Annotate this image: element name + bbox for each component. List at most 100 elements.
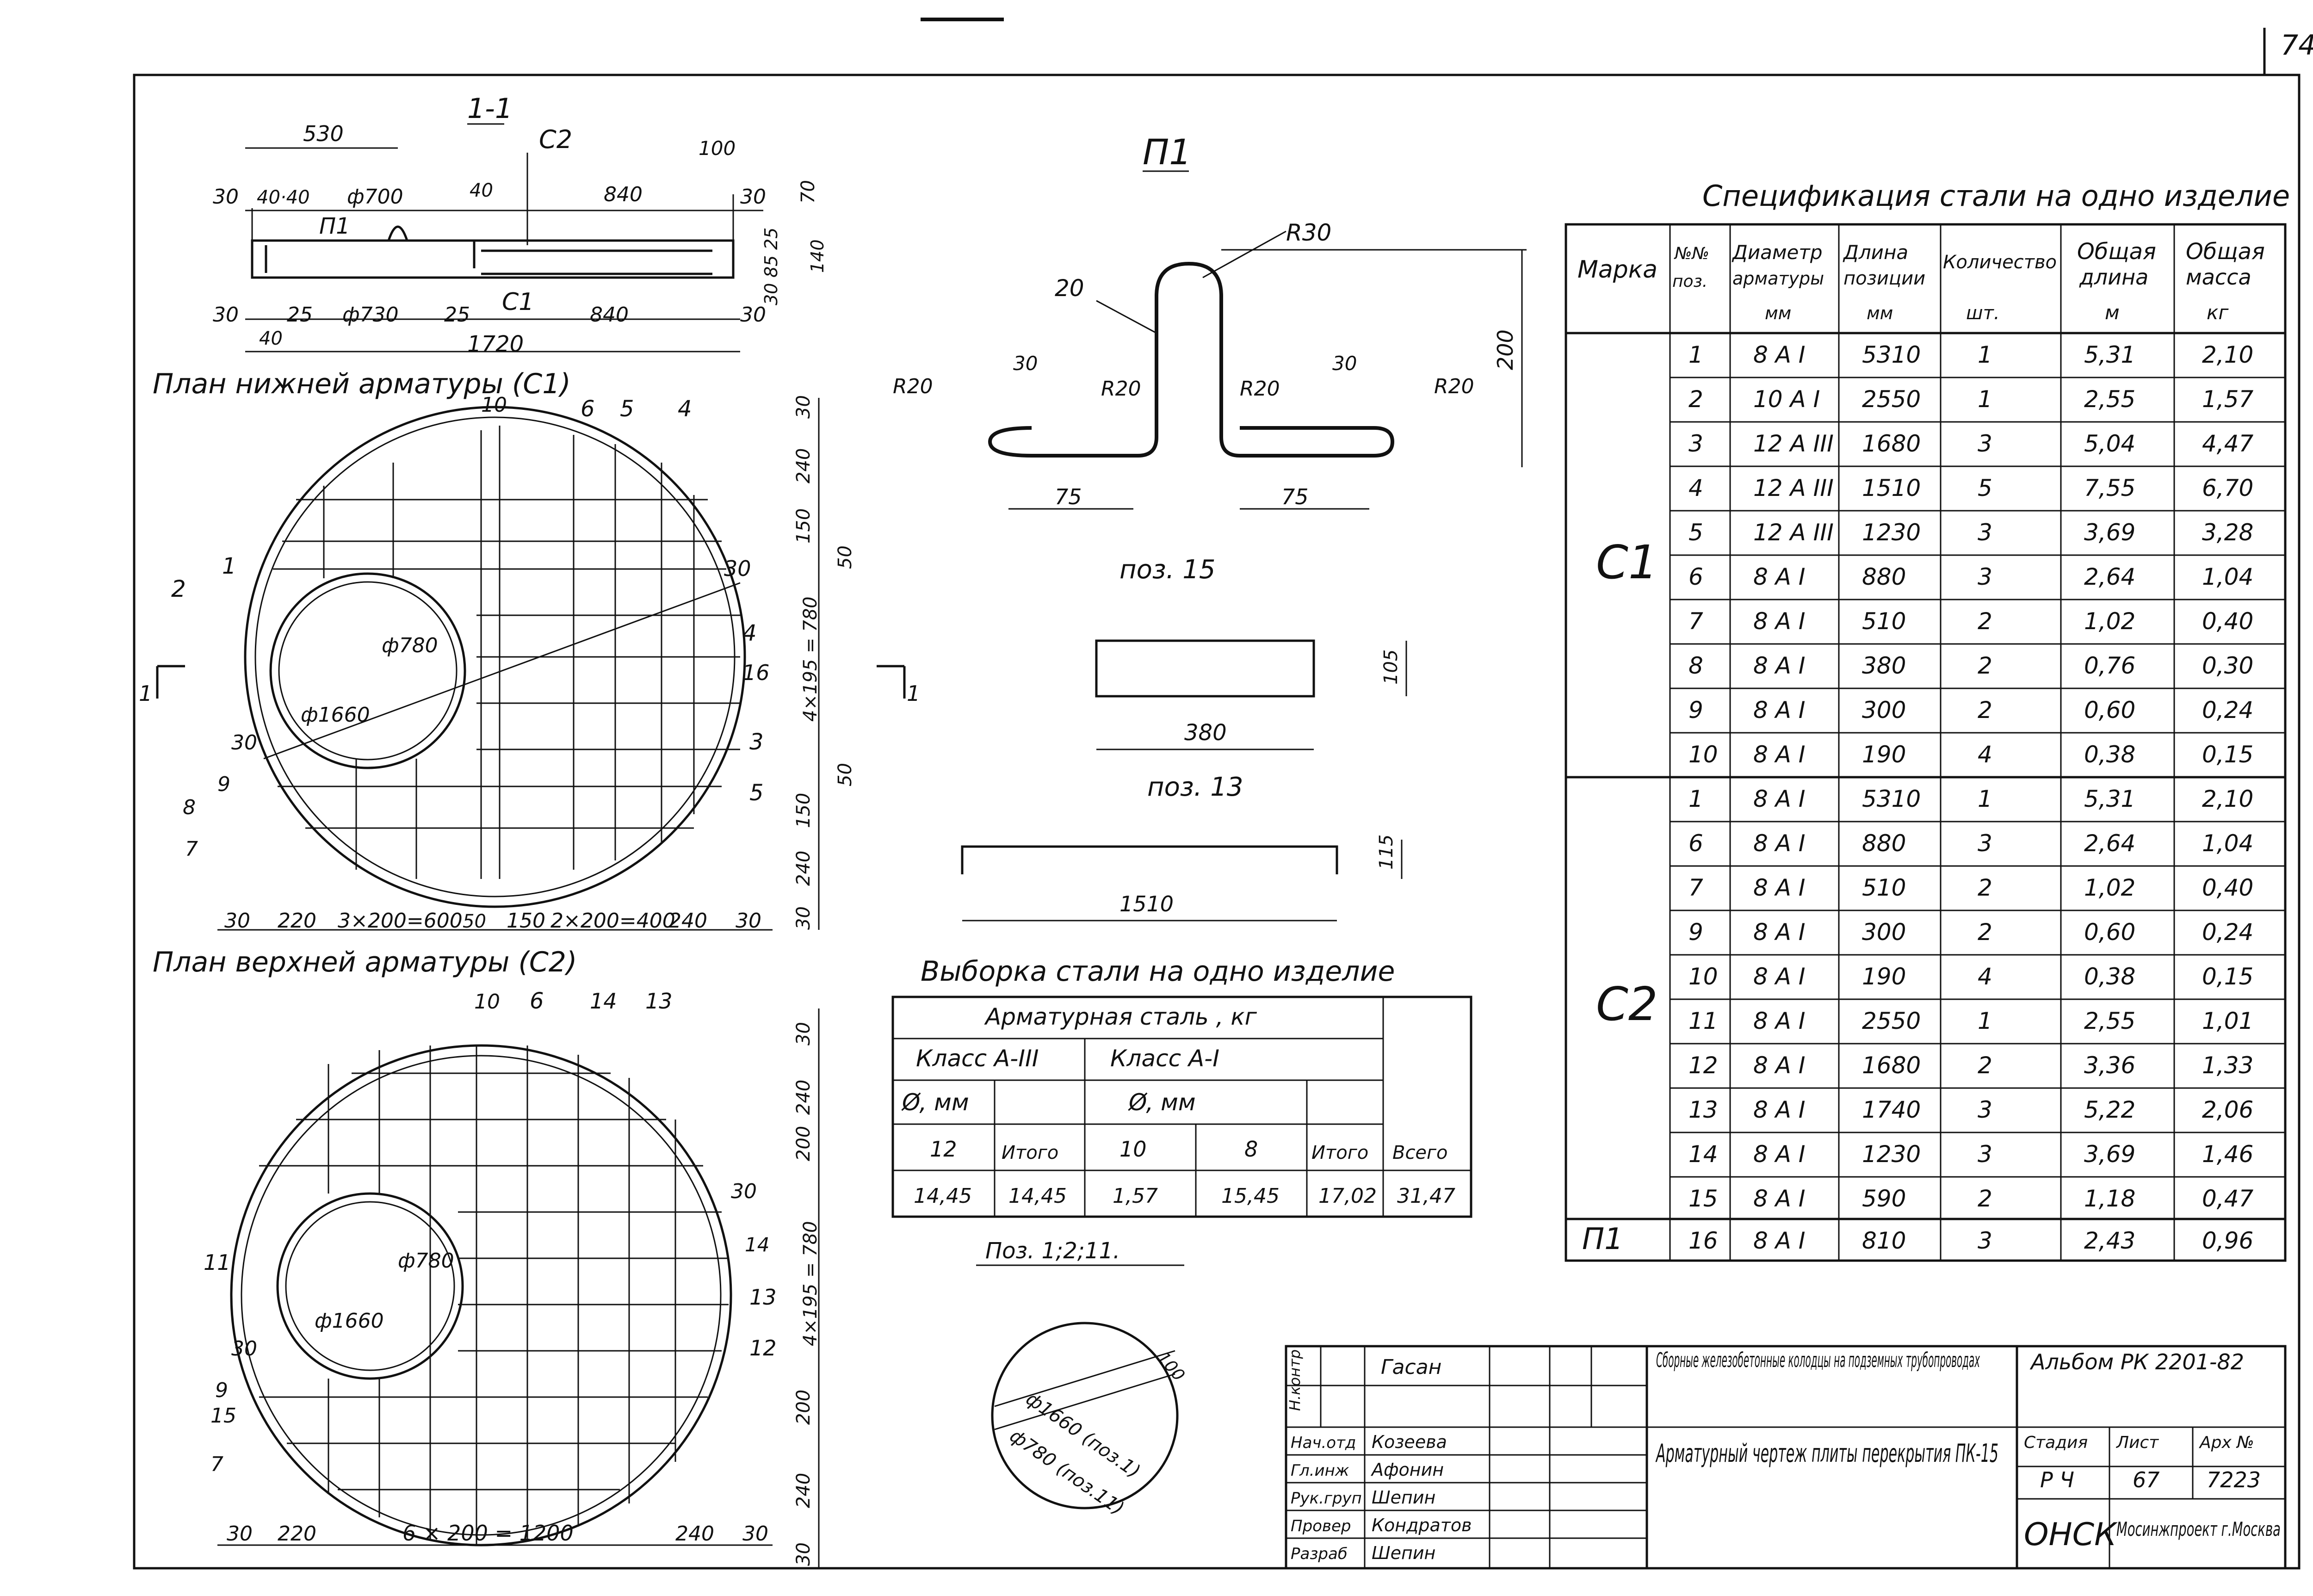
svg-text:Класс А-I: Класс А-I bbox=[1110, 1045, 1219, 1072]
svg-text:Гасан: Гасан bbox=[1381, 1355, 1441, 1379]
svg-text:Сборные железобетонные колодцы: Сборные железобетонные колодцы на подзем… bbox=[1656, 1349, 1980, 1372]
svg-text:масса: масса bbox=[2186, 265, 2251, 290]
spec-cell: 2 bbox=[1688, 386, 1703, 413]
svg-text:30: 30 bbox=[793, 906, 814, 930]
svg-text:3: 3 bbox=[749, 729, 764, 755]
circle-section-note: ф1660 (поз.1) ф780 (поз.11) 100 bbox=[991, 1322, 1188, 1520]
spec-cell: 8 А I bbox=[1753, 563, 1806, 590]
svg-text:40·40: 40·40 bbox=[257, 187, 310, 208]
spec-cell: 1,46 bbox=[2202, 1141, 2253, 1168]
spec-cell: 3,69 bbox=[2084, 519, 2135, 546]
svg-text:30: 30 bbox=[724, 556, 751, 581]
spec-cell: 3,36 bbox=[2084, 1052, 2135, 1079]
stamp-cell: Шепин bbox=[1372, 1487, 1435, 1508]
spec-cell: 0,15 bbox=[2202, 963, 2253, 990]
svg-text:Итого: Итого bbox=[1002, 1142, 1058, 1163]
svg-text:5: 5 bbox=[620, 396, 634, 422]
svg-text:2: 2 bbox=[171, 575, 186, 602]
svg-text:30: 30 bbox=[793, 395, 814, 419]
poz-13-detail: поз. 13 1510 115 bbox=[961, 772, 1403, 922]
spec-cell: 1230 bbox=[1862, 1141, 1921, 1168]
svg-text:14: 14 bbox=[745, 1233, 769, 1256]
spec-cell: 6 bbox=[1688, 830, 1703, 857]
spec-cell: 8 А I bbox=[1753, 1141, 1806, 1168]
svg-text:20: 20 bbox=[1055, 275, 1084, 302]
svg-text:С1: С1 bbox=[502, 288, 534, 316]
svg-text:30: 30 bbox=[213, 303, 239, 327]
spec-cell: 0,96 bbox=[2202, 1227, 2253, 1254]
spec-cell: 2,10 bbox=[2202, 341, 2253, 368]
spec-cell: 2 bbox=[1978, 874, 1992, 901]
spec-cell: 2550 bbox=[1862, 386, 1921, 413]
svg-text:позиции: позиции bbox=[1843, 268, 1925, 289]
spec-cell: 8 А I bbox=[1753, 341, 1806, 368]
svg-text:13: 13 bbox=[749, 1285, 777, 1310]
spec-cell: 2,43 bbox=[2084, 1227, 2135, 1254]
spec-cell: 2,64 bbox=[2084, 563, 2135, 590]
spec-cell: 3 bbox=[1978, 1227, 1992, 1254]
svg-text:10: 10 bbox=[1119, 1137, 1147, 1162]
svg-text:220: 220 bbox=[278, 1522, 316, 1546]
svg-text:40: 40 bbox=[470, 180, 493, 201]
svg-text:25: 25 bbox=[287, 303, 313, 327]
svg-text:30: 30 bbox=[227, 1522, 253, 1546]
svg-text:ф730: ф730 bbox=[342, 303, 399, 327]
svg-text:R20: R20 bbox=[893, 375, 933, 398]
spec-cell: 6 bbox=[1688, 563, 1703, 590]
spec-cell: 1 bbox=[1688, 786, 1703, 812]
svg-text:Поз. 1;2;11.: Поз. 1;2;11. bbox=[985, 1238, 1120, 1264]
spec-cell: 3 bbox=[1688, 430, 1703, 457]
spec-cell: 4 bbox=[1978, 741, 1992, 768]
svg-text:67: 67 bbox=[2133, 1467, 2160, 1492]
spec-cell: 880 bbox=[1862, 563, 1906, 590]
svg-text:240: 240 bbox=[793, 448, 814, 483]
spec-cell: 190 bbox=[1862, 741, 1906, 768]
svg-text:поз. 15: поз. 15 bbox=[1119, 555, 1216, 585]
svg-text:150: 150 bbox=[507, 909, 545, 933]
svg-text:30: 30 bbox=[231, 731, 257, 755]
svg-text:6 × 200 = 1200: 6 × 200 = 1200 bbox=[402, 1521, 574, 1546]
svg-text:200: 200 bbox=[793, 1126, 814, 1161]
svg-text:31,47: 31,47 bbox=[1397, 1184, 1455, 1208]
svg-text:30: 30 bbox=[742, 1522, 768, 1546]
svg-text:ф780: ф780 bbox=[382, 634, 438, 657]
svg-text:3×200=600: 3×200=600 bbox=[338, 909, 463, 933]
spec-cell: 2,55 bbox=[2084, 386, 2135, 413]
spec-cell: 16 bbox=[1688, 1227, 1718, 1254]
svg-text:30: 30 bbox=[731, 1180, 757, 1203]
svg-text:50: 50 bbox=[463, 911, 486, 932]
spec-cell: 8 А I bbox=[1753, 1227, 1806, 1254]
spec-cell: 3 bbox=[1978, 519, 1992, 546]
svg-text:Мосинжпроект г.Москва: Мосинжпроект г.Москва bbox=[2116, 1518, 2281, 1540]
spec-cell: 1,18 bbox=[2084, 1185, 2135, 1212]
svg-text:П1: П1 bbox=[319, 213, 350, 239]
spec-cell: 8 А I bbox=[1753, 963, 1806, 990]
spec-cell: 11 bbox=[1688, 1008, 1718, 1034]
svg-text:30: 30 bbox=[793, 1022, 814, 1045]
spec-cell: 2 bbox=[1978, 919, 1992, 946]
svg-text:Класс А-III: Класс А-III bbox=[916, 1045, 1039, 1072]
spec-cell: 5,31 bbox=[2084, 341, 2135, 368]
spec-cell: 3 bbox=[1978, 430, 1992, 457]
spec-cell: 2550 bbox=[1862, 1008, 1921, 1034]
svg-text:R20: R20 bbox=[1434, 375, 1474, 398]
svg-text:30: 30 bbox=[793, 1542, 814, 1566]
svg-text:11: 11 bbox=[204, 1250, 231, 1275]
spec-cell: 3,28 bbox=[2202, 519, 2253, 546]
spec-cell: 300 bbox=[1862, 919, 1906, 946]
spec-cell: 14 bbox=[1688, 1141, 1718, 1168]
svg-text:С1: С1 bbox=[1596, 535, 1657, 589]
svg-text:ф700: ф700 bbox=[347, 185, 403, 209]
plan-upper-reinforcement: План верхней арматуры (С2) bbox=[153, 946, 821, 1568]
stamp-cell: Разраб bbox=[1291, 1545, 1348, 1563]
spec-cell: 1230 bbox=[1862, 519, 1921, 546]
spec-cell: 0,24 bbox=[2202, 697, 2253, 724]
svg-text:240: 240 bbox=[675, 1522, 714, 1546]
svg-text:Ø, мм: Ø, мм bbox=[901, 1089, 969, 1116]
svg-text:арматуры: арматуры bbox=[1732, 268, 1824, 289]
svg-text:1720: 1720 bbox=[467, 331, 524, 357]
svg-text:№№: №№ bbox=[1674, 244, 1709, 263]
stamp-cell: Гл.инж bbox=[1291, 1461, 1349, 1480]
svg-text:9: 9 bbox=[217, 773, 230, 796]
